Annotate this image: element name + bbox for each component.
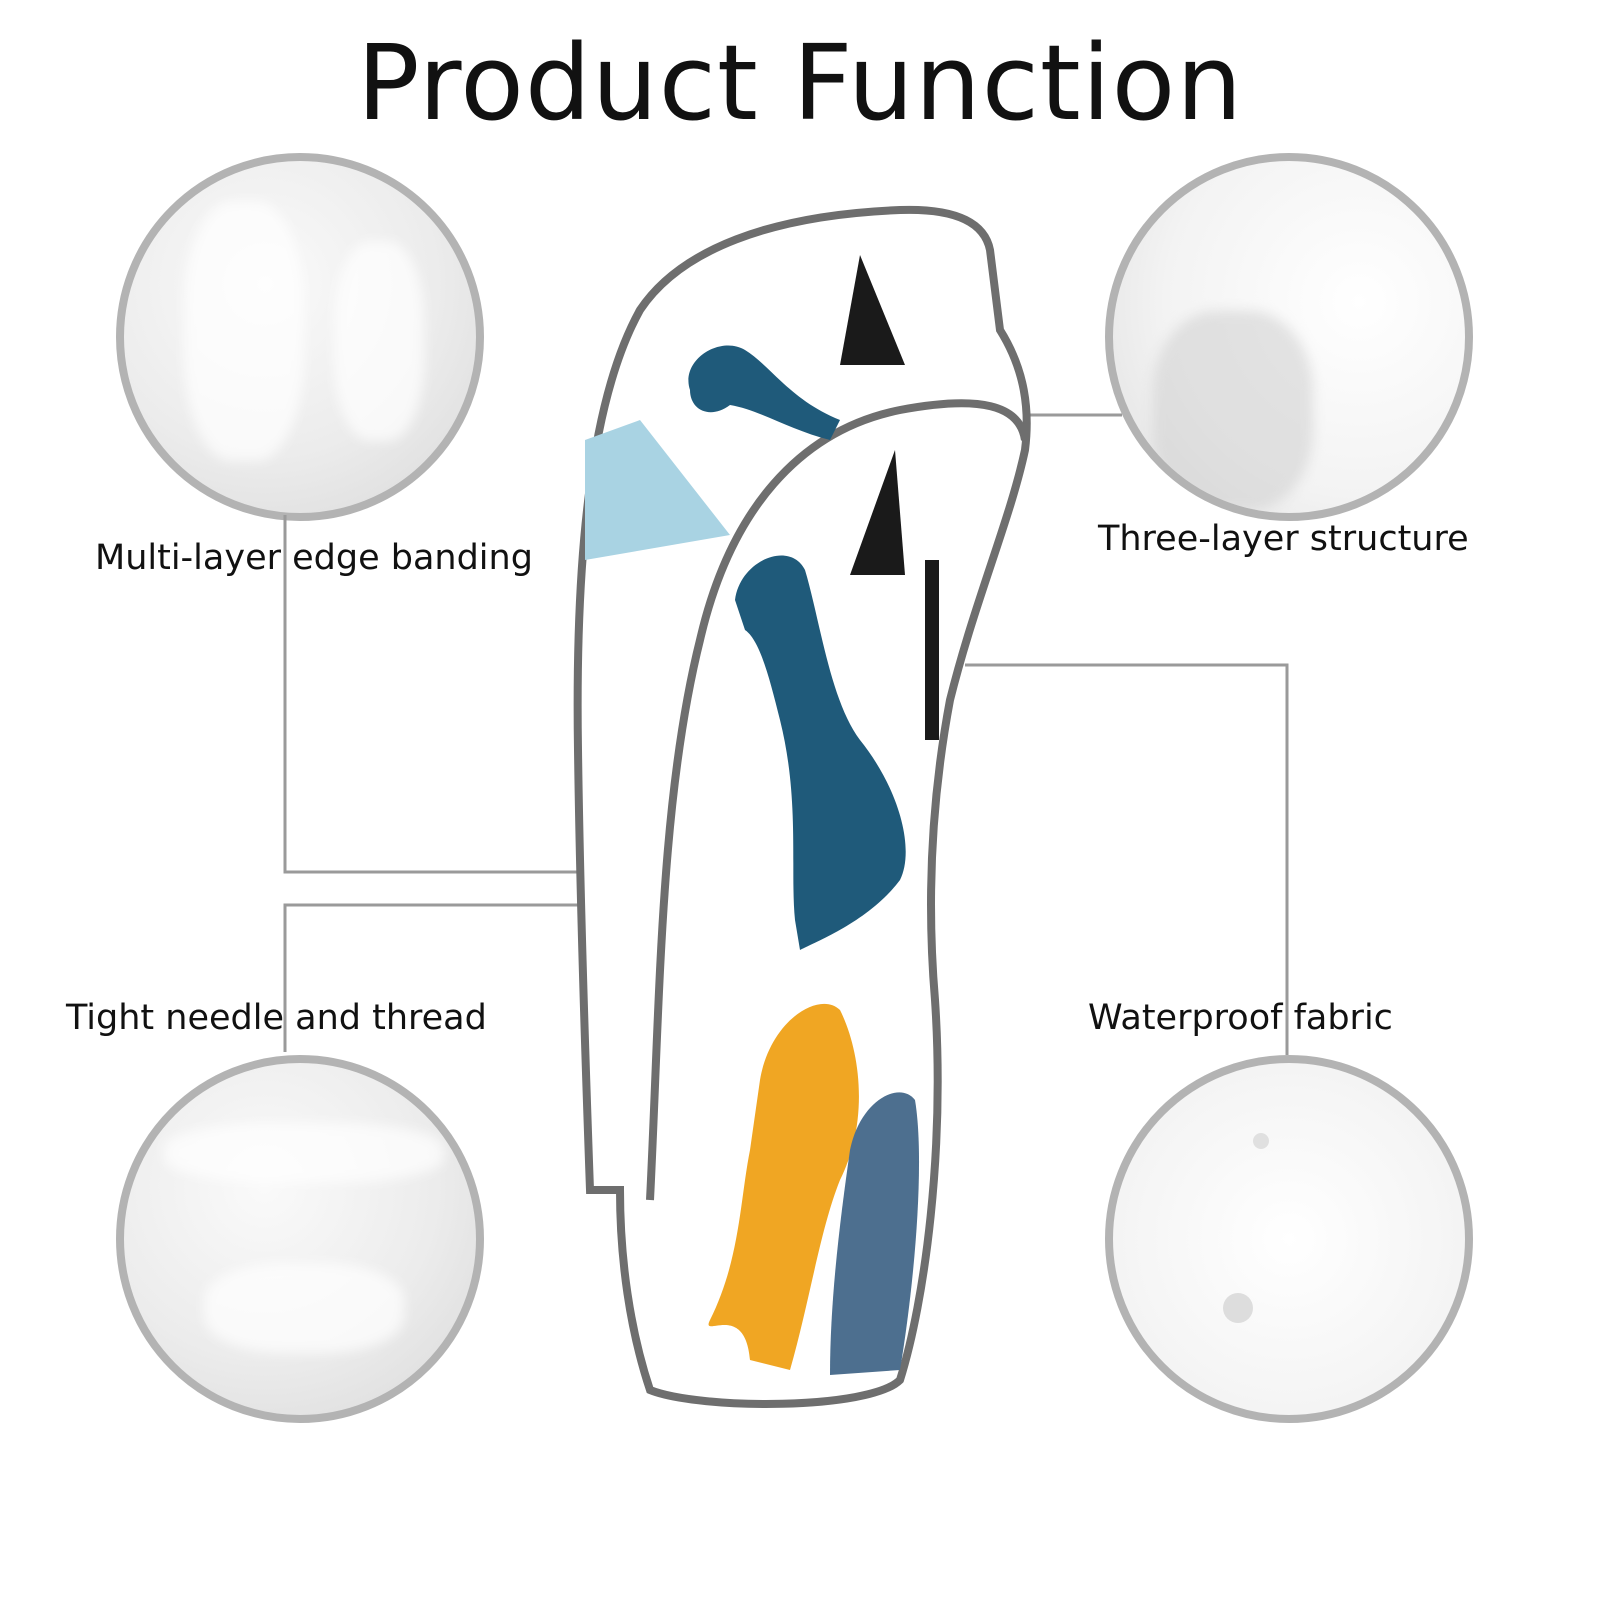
- feature-label-three-layer: Three-layer structure: [1098, 519, 1469, 559]
- dino-print: [688, 345, 840, 440]
- needle-thread-detail-image: [116, 1055, 484, 1423]
- dino-print: [830, 1092, 920, 1375]
- dino-print: [735, 555, 906, 950]
- feature-label-waterproof: Waterproof fabric: [1088, 998, 1393, 1038]
- tree-prints: [840, 255, 939, 740]
- feature-label-needle-thread: Tight needle and thread: [66, 998, 487, 1038]
- dino-print: [708, 1003, 859, 1370]
- edge-banding-detail-image: [116, 153, 484, 521]
- waterproof-detail-image: [1105, 1055, 1473, 1423]
- feature-label-edge-banding: Multi-layer edge banding: [95, 538, 533, 578]
- edge-banding-connector: [283, 515, 592, 874]
- three-layer-detail-image: [1105, 153, 1473, 521]
- page-title: Product Function: [356, 22, 1244, 144]
- mountain-print: [585, 420, 730, 560]
- waterproof-connector: [965, 663, 1289, 1055]
- needle-thread-connector: [283, 903, 592, 1052]
